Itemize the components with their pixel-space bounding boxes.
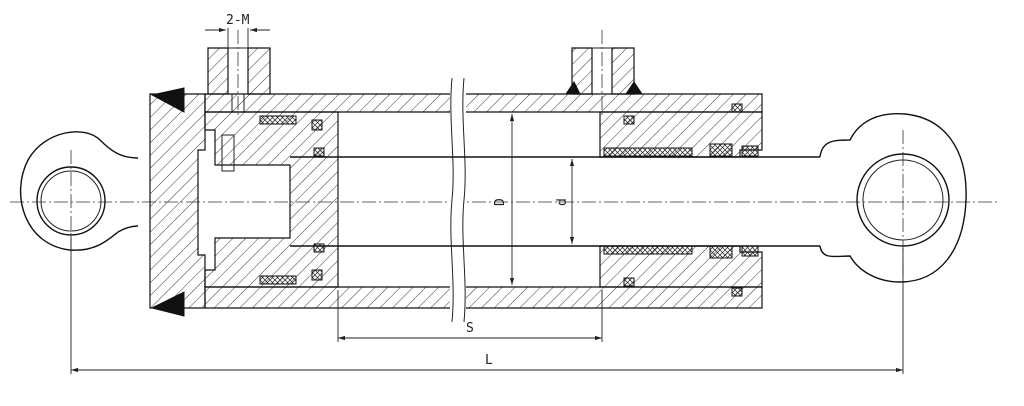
gland-seal-bottom: [603, 245, 693, 255]
rear-end-cap: [149, 87, 206, 317]
port-thread-label: 2-M: [226, 13, 250, 28]
piston-seal-bottom: [259, 275, 297, 285]
break-marks: [450, 77, 466, 323]
front-port: [565, 30, 643, 118]
front-gland: [599, 103, 763, 297]
piston-seal-top: [259, 115, 297, 125]
piston: [204, 111, 339, 288]
bore-dimension-label: D: [493, 198, 508, 206]
rear-clevis-eye: [19, 131, 139, 255]
stroke-dimension: S: [337, 290, 603, 342]
rod-dimension: d: [555, 159, 575, 244]
rod-dimension-label: d: [555, 198, 570, 206]
barrel-top-wall: [204, 93, 763, 113]
barrel-bottom-wall: [204, 286, 763, 309]
bore-dimension: D: [493, 114, 515, 285]
front-rod-eye: [819, 113, 967, 283]
rear-port: [207, 30, 271, 118]
length-dimension-label: L: [485, 353, 493, 368]
length-dimension: L: [70, 236, 904, 374]
gland-seal-top: [603, 147, 693, 157]
weld-top-left: [150, 87, 185, 113]
stroke-dimension-label: S: [466, 321, 474, 336]
weld-bottom-left: [150, 291, 185, 317]
port-thread-dimension: 2-M: [205, 13, 270, 48]
